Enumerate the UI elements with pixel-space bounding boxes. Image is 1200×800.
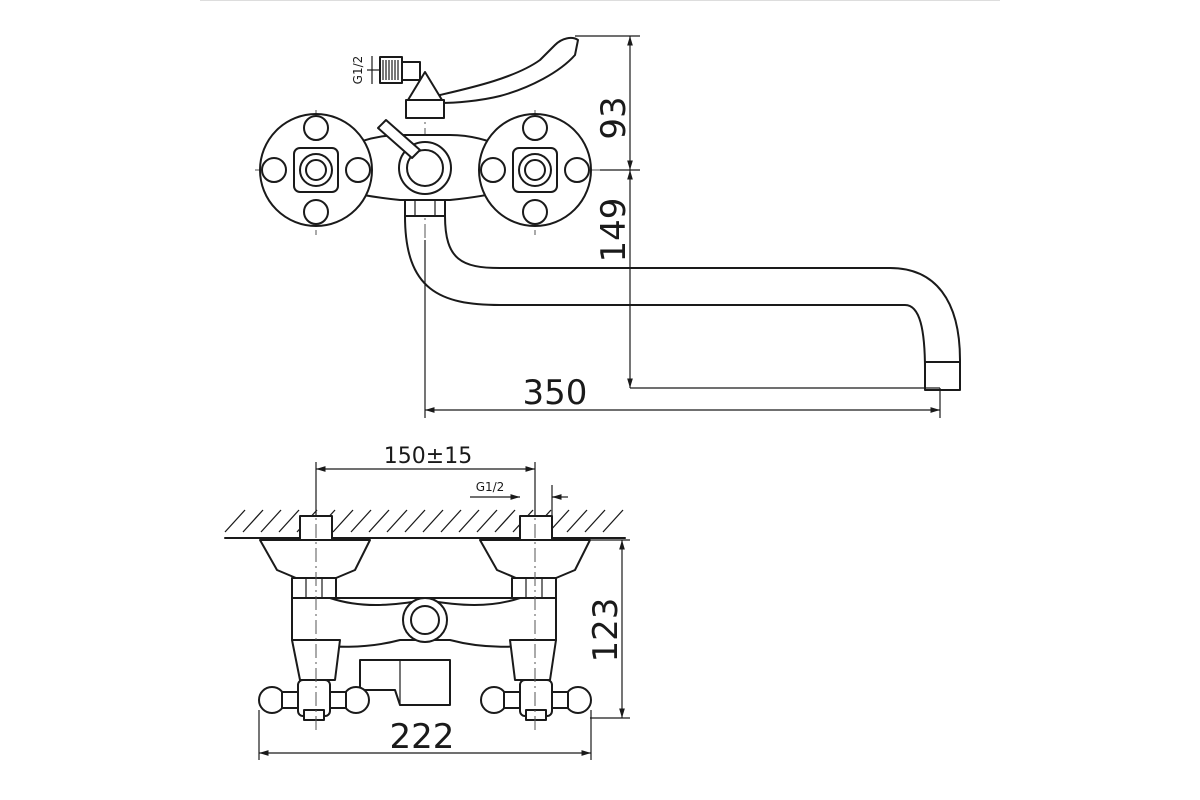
small-lever [377, 119, 421, 159]
vertical-dimension-top [575, 35, 940, 389]
plan-left-handle [258, 679, 370, 721]
plan-body-outlet [402, 597, 448, 643]
plan-view: 150±15 G1/2 123 222 [224, 444, 630, 760]
thread-label-plan: G1/2 [476, 480, 505, 494]
right-eccentric-nut [511, 577, 557, 599]
thread-label-top: G1/2 [351, 56, 365, 85]
spout-outer [404, 215, 926, 389]
left-eccentric-nut [291, 577, 337, 599]
left-handle-stem [291, 639, 341, 681]
right-cross-handle [478, 113, 592, 227]
dimension-g12-plan [470, 485, 568, 516]
spout-inner [444, 215, 961, 389]
dim-93-label: 93 [594, 96, 634, 139]
shower-connector [367, 56, 421, 84]
right-handle-stem [509, 639, 557, 681]
plan-spout-section [359, 659, 451, 706]
body-inner-circle [406, 149, 444, 187]
horizontal-dimension-350 [424, 240, 941, 418]
dim-149-label: 149 [594, 198, 634, 263]
right-wall-inlet [519, 515, 553, 541]
dim-350-label: 350 [523, 373, 588, 413]
diverter-lever [439, 36, 579, 104]
wall-hatch [224, 509, 626, 539]
front-view: 93 149 G1/2 350 [255, 35, 961, 418]
dimension-123 [590, 539, 630, 719]
spout-tip [924, 361, 961, 391]
plan-right-handle [480, 679, 592, 721]
dimension-150 [315, 462, 536, 516]
dim-123-label: 123 [586, 598, 626, 663]
diverter-cone [407, 71, 443, 101]
diverter-stem [405, 99, 445, 119]
dim-150-label: 150±15 [384, 444, 472, 469]
dimension-222 [258, 710, 592, 760]
dim-222-label: 222 [390, 717, 455, 757]
spout-nut [404, 199, 446, 217]
left-cross-handle [259, 113, 373, 227]
left-wall-flange [259, 539, 371, 579]
